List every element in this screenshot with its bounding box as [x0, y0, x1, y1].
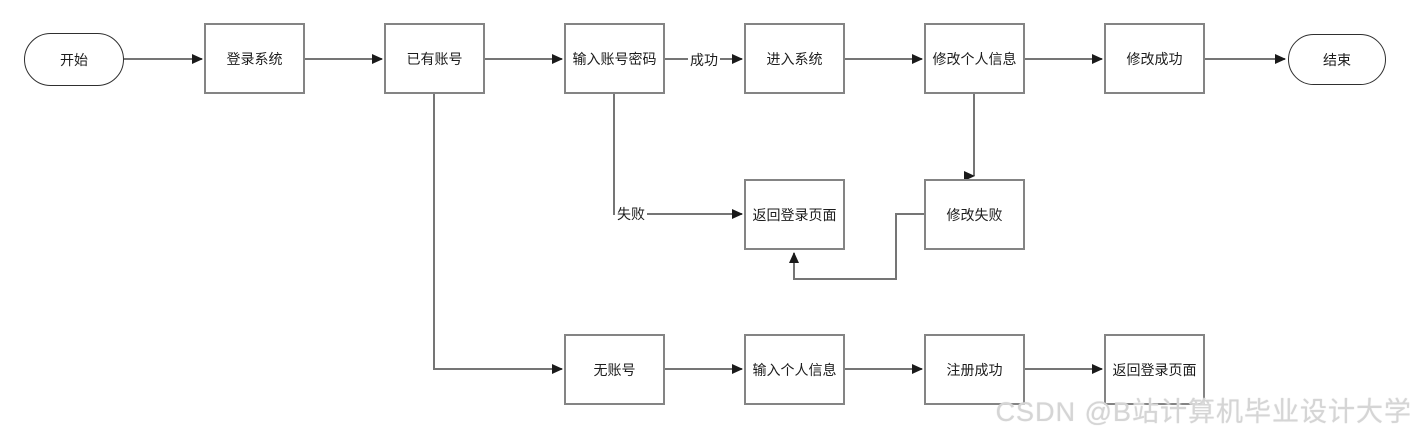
node-has-account: 已有账号: [384, 23, 485, 94]
node-enter-system: 进入系统: [744, 23, 845, 94]
edge-credentials-fail-to-back-login: [613, 94, 743, 219]
node-edit-fail: 修改失败: [924, 179, 1025, 250]
edge-edit-fail-to-back-login: [789, 213, 924, 280]
node-login-system: 登录系统: [204, 23, 305, 94]
node-enter-personal-info: 输入个人信息: [744, 334, 845, 405]
node-back-to-login-1: 返回登录页面: [744, 179, 845, 250]
node-enter-credentials: 输入账号密码: [564, 23, 665, 94]
node-end: 结束: [1288, 34, 1386, 85]
edge-label-success: 成功: [688, 50, 720, 70]
watermark: CSDN @B站计算机毕业设计大学: [995, 397, 1410, 427]
node-edit-profile: 修改个人信息: [924, 23, 1025, 94]
node-no-account: 无账号: [564, 334, 665, 405]
node-back-to-login-2: 返回登录页面: [1104, 334, 1205, 405]
node-register-success: 注册成功: [924, 334, 1025, 405]
edge-has-account-to-no-account: [433, 94, 563, 374]
node-edit-success: 修改成功: [1104, 23, 1205, 94]
edge-label-fail: 失败: [615, 204, 647, 224]
node-start: 开始: [24, 33, 124, 86]
